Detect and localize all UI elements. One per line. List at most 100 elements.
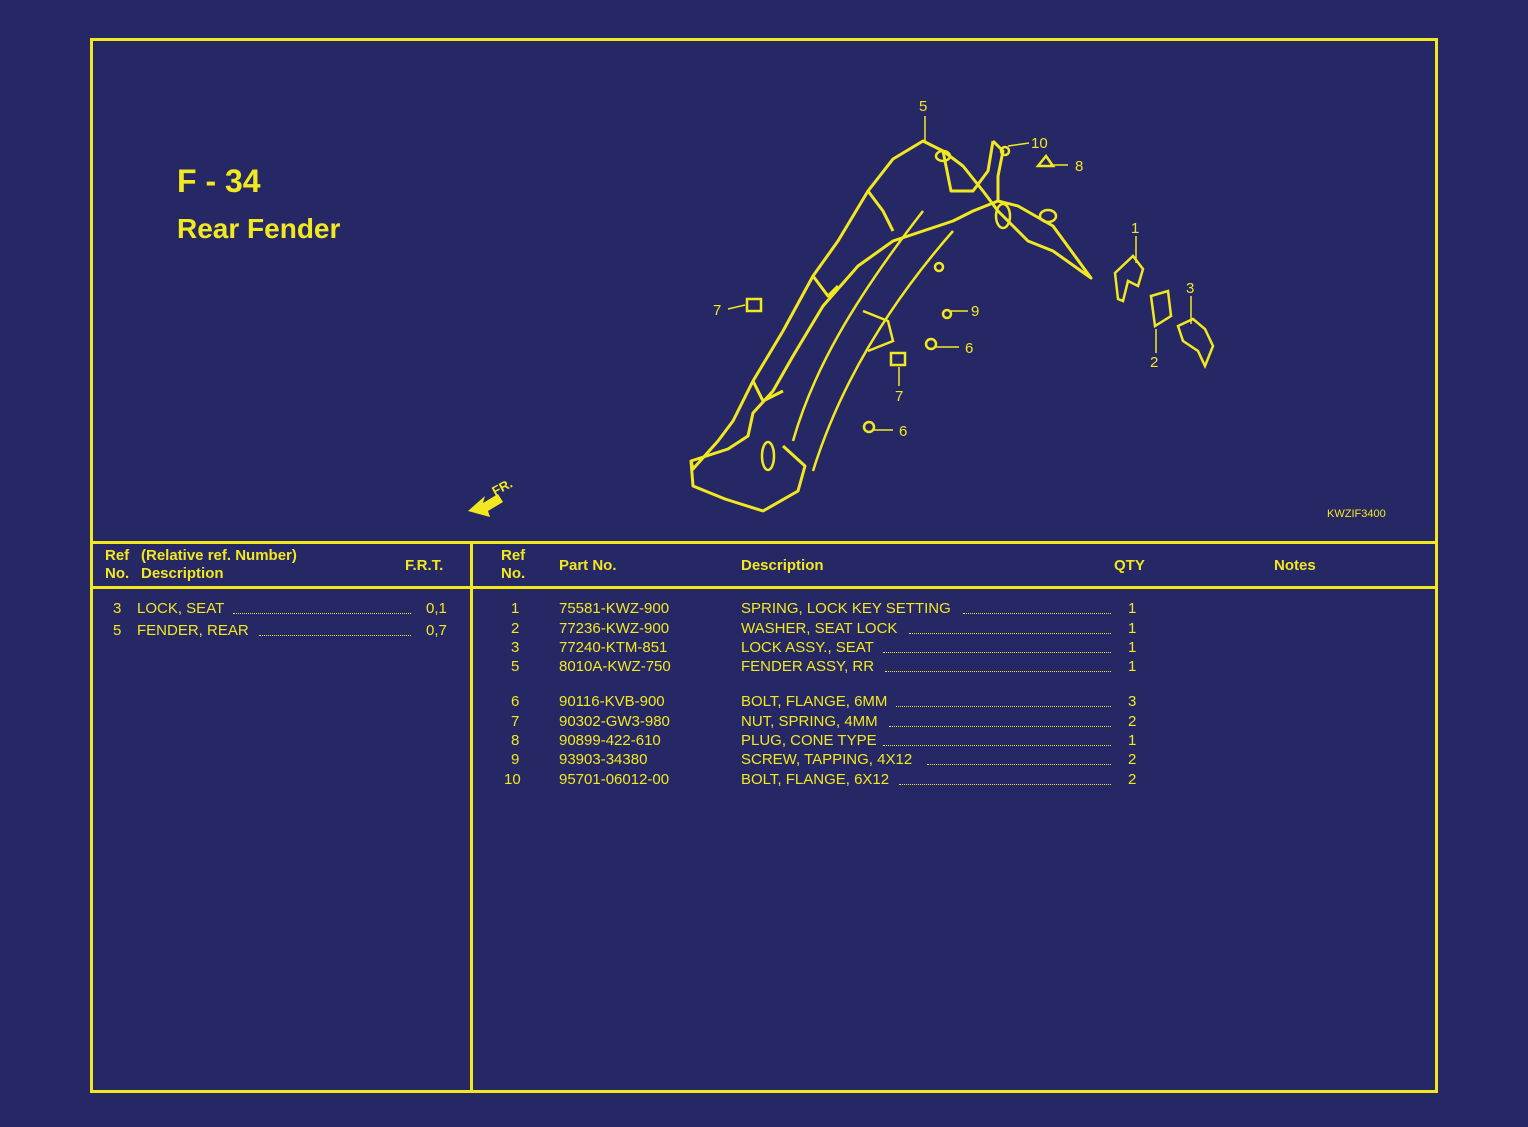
table-header-rule [93, 586, 1435, 589]
right-header-ref: Ref [501, 547, 526, 564]
part-number: 75581-KWZ-900 [559, 600, 670, 617]
part-ref: 7 [511, 713, 520, 730]
bolt-6a [924, 337, 938, 351]
nut-7b [889, 351, 907, 367]
part-ref: 8 [511, 732, 520, 749]
part-description: SCREW, TAPPING, 4X12 [741, 751, 913, 768]
part-qty: 2 [1128, 713, 1137, 730]
lock-3 [1176, 317, 1215, 370]
plug-8 [1035, 153, 1056, 168]
part-description: LOCK ASSY., SEAT [741, 639, 874, 656]
right-header-notes: Notes [1274, 557, 1316, 574]
part-number: 95701-06012-00 [559, 771, 670, 788]
leader-dots [883, 652, 1111, 653]
page-title: Rear Fender [177, 213, 341, 244]
leader-dots [259, 635, 411, 636]
right-header-description: Description [741, 557, 824, 574]
part-qty: 2 [1128, 771, 1137, 788]
part-number: 90116-KVB-900 [559, 693, 665, 710]
part-qty: 1 [1128, 600, 1137, 617]
part-qty: 2 [1128, 751, 1137, 768]
part-ref: 1 [511, 600, 520, 617]
part-qty: 1 [1128, 620, 1137, 637]
leader-dots [963, 613, 1111, 614]
part-qty: 1 [1128, 732, 1137, 749]
left-header-frt: F.R.T. [405, 557, 444, 574]
left-row-ref: 5 [113, 622, 122, 639]
front-label: FR. [489, 476, 515, 499]
fender-inner-lines [760, 149, 1058, 472]
leader-lines [727, 116, 1192, 431]
callout-labels: 5 10 8 1 3 2 7 9 6 7 6 [713, 98, 1194, 440]
part-ref: 6 [511, 693, 520, 710]
part-number: 77240-KTM-851 [559, 639, 668, 656]
front-arrow: FR. [468, 476, 515, 517]
callout-1: 1 [1131, 220, 1139, 237]
left-row-ref: 3 [113, 600, 122, 617]
leader-dots [883, 745, 1111, 746]
leader-dots [899, 784, 1111, 785]
part-ref: 9 [511, 751, 520, 768]
left-header-relative: (Relative ref. Number) [141, 547, 297, 564]
page-code: F - 34 [177, 163, 261, 199]
part-number: 90899-422-610 [559, 732, 661, 749]
spring-1 [1113, 254, 1145, 303]
callout-7b: 7 [895, 388, 903, 405]
left-row-description: LOCK, SEAT [137, 600, 225, 617]
part-qty: 1 [1128, 639, 1137, 656]
rear-fender-diagram: 5 10 8 1 3 2 7 9 6 7 6 FR. [468, 98, 1215, 517]
small-parts [745, 145, 1215, 434]
fender-shape [689, 139, 1093, 513]
leader-dots [896, 706, 1111, 707]
part-qty: 3 [1128, 693, 1137, 710]
left-header-description: Description [141, 565, 224, 582]
part-description: SPRING, LOCK KEY SETTING [741, 600, 951, 617]
table-divider [470, 541, 473, 1090]
leader-dots [885, 671, 1111, 672]
washer-2 [1149, 289, 1173, 329]
left-row-frt: 0,1 [426, 600, 447, 617]
part-number: 77236-KWZ-900 [559, 620, 670, 637]
right-header-part-no: Part No. [559, 557, 617, 574]
parts-sheet-frame: F - 34 Rear Fender [90, 38, 1438, 1093]
part-number: 90302-GW3-980 [559, 713, 670, 730]
callout-8: 8 [1075, 158, 1083, 175]
callout-7a: 7 [713, 302, 721, 319]
part-ref: 5 [511, 658, 520, 675]
bolt-10 [999, 145, 1011, 157]
bolt-6b [862, 420, 876, 434]
leader-dots [889, 726, 1111, 727]
part-qty: 1 [1128, 658, 1137, 675]
left-header-no: No. [105, 565, 130, 582]
leader-dots [909, 633, 1111, 634]
screw-9a [941, 308, 953, 320]
right-header-no: No. [501, 565, 526, 582]
part-ref: 2 [511, 620, 520, 637]
table-top-rule [93, 541, 1435, 544]
part-number: 8010A-KWZ-750 [559, 658, 671, 675]
callout-9: 9 [971, 303, 979, 320]
nut-7a [745, 297, 763, 313]
screw-9b [933, 261, 945, 273]
callout-5: 5 [919, 98, 927, 115]
part-ref: 3 [511, 639, 520, 656]
callout-3: 3 [1186, 280, 1194, 297]
part-description: FENDER ASSY, RR [741, 658, 875, 675]
callout-2: 2 [1150, 354, 1158, 371]
part-description: NUT, SPRING, 4MM [741, 713, 878, 730]
part-description: BOLT, FLANGE, 6X12 [741, 771, 890, 788]
left-header-ref: Ref [105, 547, 130, 564]
part-description: PLUG, CONE TYPE [741, 732, 877, 749]
right-header-qty: QTY [1114, 557, 1145, 574]
part-description: WASHER, SEAT LOCK [741, 620, 898, 637]
callout-6a: 6 [965, 340, 973, 357]
part-number: 93903-34380 [559, 751, 648, 768]
left-row-description: FENDER, REAR [137, 622, 249, 639]
leader-dots [927, 764, 1111, 765]
left-row-frt: 0,7 [426, 622, 447, 639]
callout-6b: 6 [899, 423, 907, 440]
part-ref: 10 [504, 771, 521, 788]
diagram-code: KWZIF3400 [1327, 508, 1386, 520]
part-description: BOLT, FLANGE, 6MM [741, 693, 888, 710]
leader-dots [233, 613, 411, 614]
